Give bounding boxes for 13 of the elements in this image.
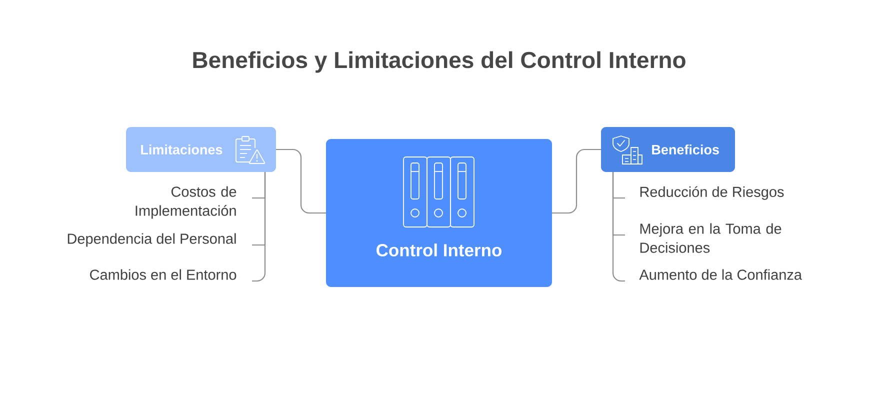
item-text: Aumento de la Confianza — [639, 269, 802, 280]
item-text: Mejora en la Toma de Decisiones — [640, 223, 782, 253]
item-text: Reducción de Riesgos — [640, 186, 784, 200]
item-text: Dependencia del Personal — [68, 233, 236, 247]
connector-line — [276, 148, 326, 214]
item-text: Costos de Implementación — [136, 186, 236, 219]
item-text: Cambios en el Entorno — [90, 269, 236, 280]
category-box: Limitaciones — [126, 127, 276, 172]
title: Beneficios y Limitaciones del Control Interno — [193, 51, 686, 73]
connector-line — [252, 172, 266, 282]
connector-line — [552, 148, 601, 214]
topic-box: Control Interno — [326, 139, 552, 287]
category-box: Beneficios — [601, 127, 735, 172]
